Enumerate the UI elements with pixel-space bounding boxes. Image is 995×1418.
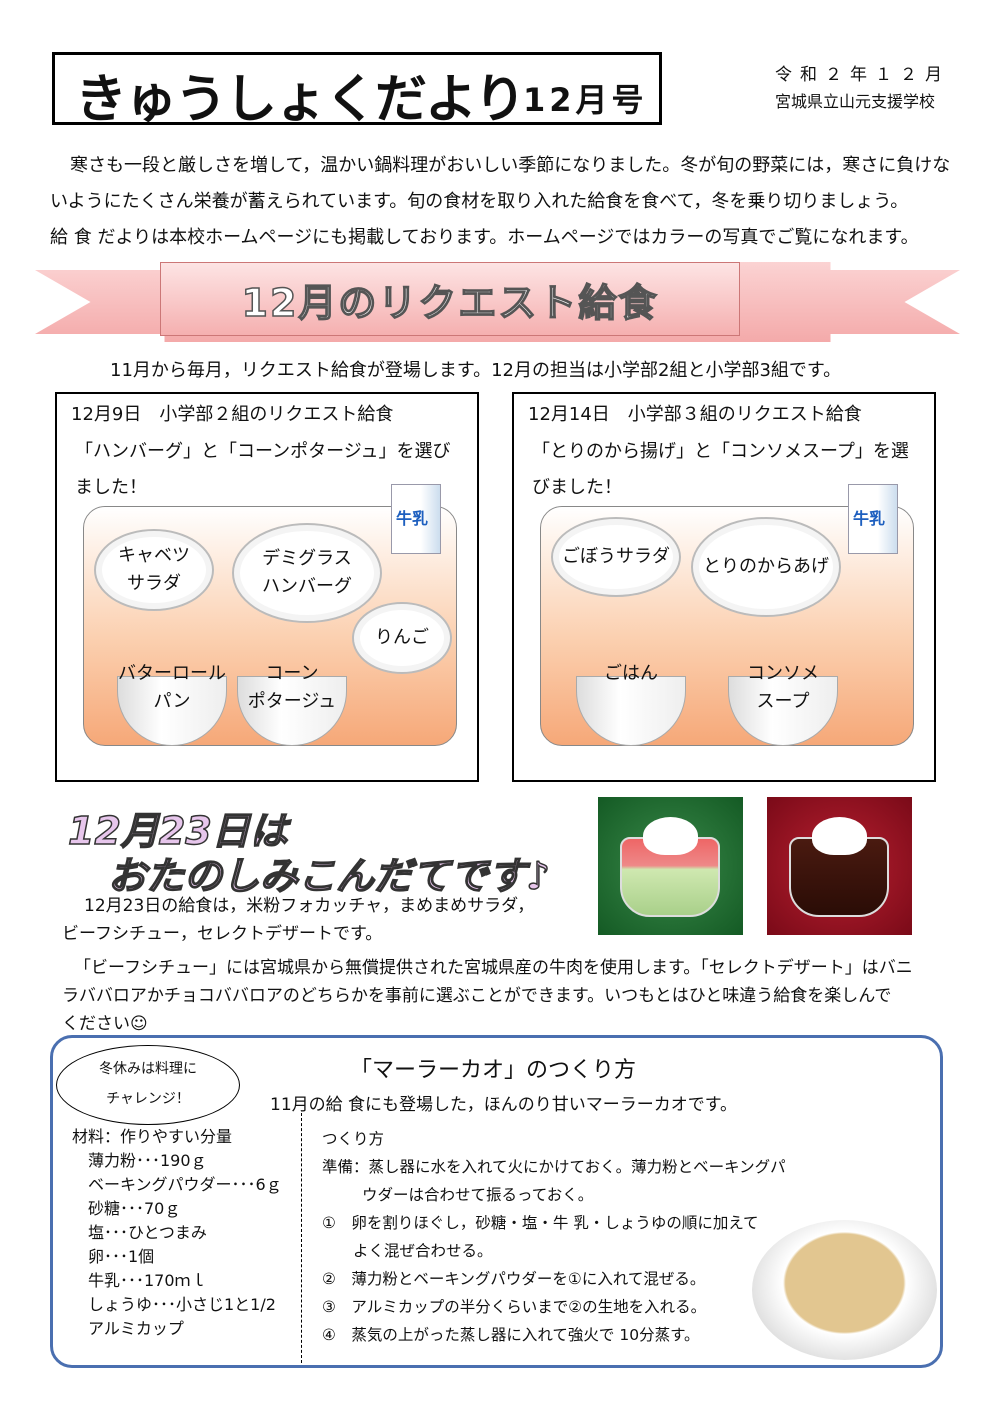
step: よく混ぜ合わせる。 — [322, 1242, 493, 1260]
steps-title: つくり方 — [322, 1130, 385, 1148]
chocolate-bavarois-photo — [767, 797, 912, 935]
step: ③ アルミカップの半分くらいまで②の生地を入れる。 — [322, 1298, 707, 1316]
intro-line: 寒さも一段と厳しさを増して，温かい鍋料理がおいしい季節になりました。冬が旬の野菜… — [70, 155, 951, 176]
issue-date: 令和２年１２月 — [775, 65, 950, 85]
milk-carton-icon: 牛乳 — [848, 484, 898, 554]
recipe-subtitle: 11月の給 食にも登場した，ほんのり甘いマーラーカオです。 — [270, 1095, 737, 1115]
plate-fried-chicken: とりのからあげ — [691, 517, 841, 617]
banner-title: 12月のリクエスト給食 — [160, 262, 740, 336]
prep-step: 準備：蒸し器に水を入れて火にかけておく。薄力粉とベーキングパ — [322, 1158, 786, 1176]
text-line: 「ビーフシチュー」には宮城県から無償提供された宮城県産の牛肉を使用します。「セレ… — [74, 958, 913, 978]
ingredient: 牛乳･･･170ｍｌ — [88, 1271, 207, 1290]
card-description: 「とりのから揚げ」と「コンソメスープ」を選びました！ — [532, 441, 909, 498]
request-card-1: 12月9日 小学部２組のリクエスト給食 「ハンバーグ」と「コーンポタージュ」を選… — [55, 392, 479, 782]
card-heading: 12月14日 小学部３組のリクエスト給食 — [528, 404, 862, 425]
intro-paragraph: 寒さも一段と厳しさを増して，温かい鍋料理がおいしい季節になりました。冬が旬の野菜… — [50, 148, 960, 256]
ingredient: 砂糖･･･70ｇ — [88, 1199, 181, 1218]
request-card-2: 12月14日 小学部３組のリクエスト給食 「とりのから揚げ」と「コンソメスープ」… — [512, 392, 936, 782]
recipe-steps: つくり方 準備：蒸し器に水を入れて火にかけておく。薄力粉とベーキングパ ウダーは… — [322, 1125, 786, 1349]
intro-line: 給 食 だよりは本校ホームページにも掲載しております。ホームページではカラーの写… — [50, 227, 919, 248]
text-line: ビーフシチュー，セレクトデザートです。 — [62, 924, 383, 944]
step: ① 卵を割りほぐし，砂糖・塩・牛 乳・しょうゆの順に加えて — [322, 1214, 759, 1232]
bubble-line: 冬休みは料理に — [99, 1061, 197, 1077]
request-intro: 11月から毎月，リクエスト給食が登場します。12月の担当は小学部2組と小学部3組… — [110, 360, 842, 381]
bubble-line: チャレンジ！ — [106, 1091, 190, 1107]
ingredients-title: 材料：作りやすい分量 — [72, 1127, 233, 1146]
issue-label: 12月号 — [523, 81, 648, 119]
special-menu-title: おたのしみこんだてです♪ — [107, 853, 551, 899]
text-line: 12月23日の給食は，米粉フォカッチャ，まめまめサラダ， — [84, 896, 535, 916]
newsletter-title: きゅうしょくだより — [75, 70, 526, 130]
intro-line: いようにたくさん栄養が蓄えられています。旬の食材を取り入れた給食を食べて，冬を乗… — [50, 191, 909, 212]
ingredient: しょうゆ･･･小さじ1と1/2 — [88, 1295, 276, 1314]
special-menu-title-date: 12月23日は — [67, 808, 288, 854]
card-description: 「ハンバーグ」と「コーンポタージュ」を選びました！ — [75, 441, 451, 498]
ingredient: ベーキングパウダー･･･6ｇ — [88, 1175, 282, 1194]
bowl-corn-potage: コーン ポタージュ — [237, 656, 347, 746]
recipe-box — [50, 1035, 943, 1368]
ingredient: アルミカップ — [88, 1319, 184, 1338]
ingredient: 塩･･･ひとつまみ — [88, 1223, 207, 1242]
step: ② 薄力粉とベーキングパウダーを①に入れて混ぜる。 — [322, 1270, 706, 1288]
text-line: ラババロアかチョコババロアのどちらかを事前に選ぶことができます。いつもとはひと味… — [62, 986, 892, 1006]
prep-step: ウダーは合わせて振るっておく。 — [362, 1186, 594, 1204]
plate-cabbage-salad: キャベツ サラダ — [94, 529, 214, 611]
dashed-divider — [301, 1113, 302, 1363]
ingredient: 薄力粉･･･190ｇ — [88, 1151, 207, 1170]
ingredient: 卵･･･1個 — [88, 1247, 155, 1266]
bowl-consomme-soup: コンソメ スープ — [728, 656, 838, 746]
speech-bubble: 冬休みは料理に チャレンジ！ — [56, 1045, 240, 1125]
malakao-photo — [752, 1220, 937, 1360]
vanilla-bavarois-photo — [598, 797, 743, 935]
newsletter-header: きゅうしょくだより 12月号 — [52, 52, 662, 130]
step: ④ 蒸気の上がった蒸し器に入れて強火で 10分蒸す。 — [322, 1326, 700, 1344]
plate-burdock-salad: ごぼうサラダ — [551, 517, 681, 597]
text-line: ください☺ — [62, 1014, 148, 1034]
plate-hamburg: デミグラス ハンバーグ — [232, 523, 382, 623]
bowl-rice: ごはん — [576, 656, 686, 746]
ingredients-list: 材料：作りやすい分量 薄力粉･･･190ｇ ベーキングパウダー･･･6ｇ 砂糖･… — [72, 1125, 282, 1341]
milk-carton-icon: 牛乳 — [391, 484, 441, 554]
bowl-butter-roll: バターロール パン — [117, 656, 227, 746]
school-name: 宮城県立山元支援学校 — [775, 92, 936, 111]
plate-apple: りんご — [352, 602, 452, 674]
recipe-title: 「マーラーカオ」のつくり方 — [350, 1058, 637, 1083]
card-heading: 12月9日 小学部２組のリクエスト給食 — [71, 404, 394, 425]
special-menu-text: 12月23日の給食は，米粉フォカッチャ，まめまめサラダ， ビーフシチュー，セレク… — [62, 892, 952, 1038]
